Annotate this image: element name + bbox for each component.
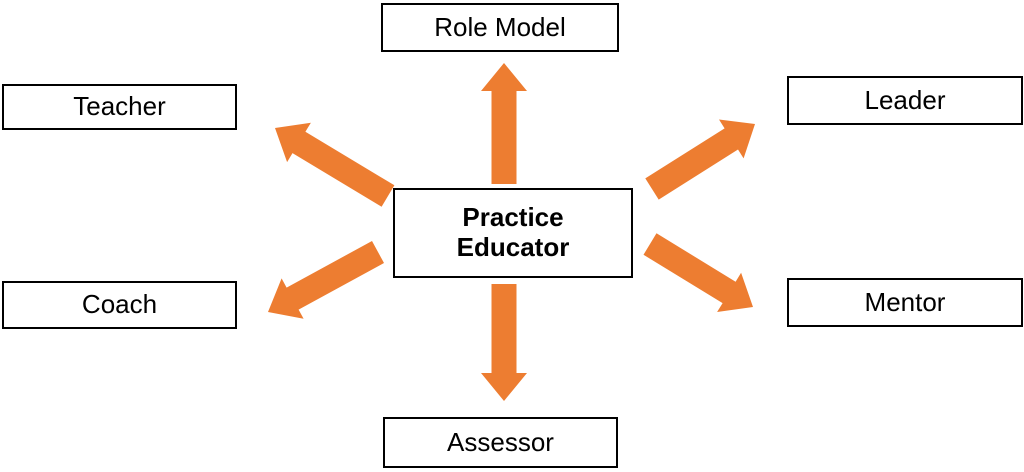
arrow-lower-right-icon [643, 233, 753, 312]
arrow-down-icon [481, 284, 527, 401]
teacher-label: Teacher [73, 91, 166, 122]
box-teacher: Teacher [2, 84, 237, 130]
arrow-lower-left-icon [268, 241, 384, 319]
box-practice-educator: Practice Educator [393, 188, 633, 278]
arrow-upper-left-icon [275, 122, 395, 207]
role-model-label: Role Model [434, 11, 566, 42]
box-mentor: Mentor [787, 278, 1023, 327]
leader-label: Leader [864, 84, 946, 115]
box-assessor: Assessor [383, 417, 618, 468]
box-leader: Leader [787, 76, 1023, 125]
practice-educator-label: Practice Educator [456, 202, 570, 262]
mentor-label: Mentor [864, 286, 946, 317]
arrow-upper-right-icon [645, 119, 755, 200]
coach-label: Coach [81, 289, 158, 320]
box-coach: Coach [2, 281, 237, 329]
box-role-model: Role Model [381, 3, 619, 52]
assessor-label: Assessor [447, 426, 554, 457]
arrow-up-icon [481, 63, 527, 184]
